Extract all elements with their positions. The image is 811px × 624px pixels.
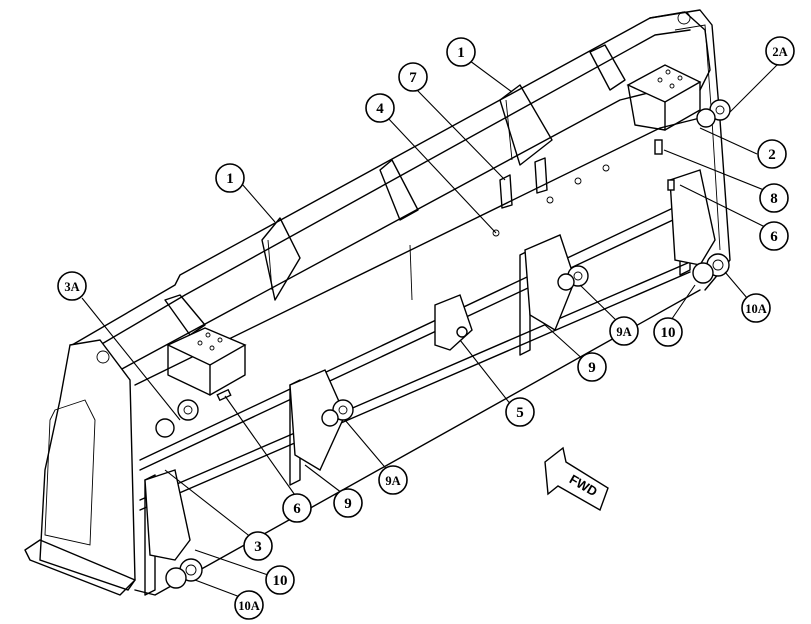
callout-9a-left: 9A (378, 465, 408, 495)
small-tabs (216, 139, 675, 402)
callout-10a-right: 10A (741, 293, 771, 323)
callout-3: 3 (243, 531, 273, 561)
fwd-arrow: FWD (544, 446, 609, 512)
callouts: 1 1 2 2A 3 3A 4 5 (57, 36, 795, 620)
svg-text:4: 4 (376, 101, 384, 117)
callout-1-top: 1 (446, 37, 476, 67)
callout-2: 2 (757, 139, 787, 169)
svg-text:6: 6 (770, 229, 778, 245)
fwd-arrow-icon (544, 446, 609, 512)
svg-text:9A: 9A (385, 474, 400, 488)
svg-text:3A: 3A (64, 280, 79, 294)
callout-6-right: 6 (759, 221, 789, 251)
callout-9-right: 9 (577, 352, 607, 382)
callout-6-left: 6 (282, 493, 312, 523)
svg-text:10: 10 (661, 325, 676, 341)
svg-text:1: 1 (457, 45, 465, 61)
blade-frame (24, 9, 731, 596)
push-arm-brackets (144, 169, 716, 561)
svg-text:6: 6 (293, 501, 301, 517)
callout-8: 8 (759, 183, 789, 213)
callout-1-left: 1 (215, 163, 245, 193)
vertical-ribs (144, 157, 691, 596)
callout-10a-left: 10A (234, 590, 264, 620)
beam-holes (492, 164, 610, 237)
callout-10-right: 10 (653, 317, 683, 347)
svg-text:8: 8 (770, 191, 778, 207)
callout-10-left: 10 (265, 565, 295, 595)
callout-7: 7 (398, 62, 428, 92)
svg-text:2: 2 (768, 147, 776, 163)
mount-brackets (166, 64, 702, 396)
callout-5: 5 (505, 397, 535, 427)
svg-text:10A: 10A (238, 599, 260, 613)
svg-text:9: 9 (588, 360, 596, 376)
leader-lines (81, 54, 781, 601)
svg-text:7: 7 (409, 70, 417, 86)
svg-text:10A: 10A (745, 302, 767, 316)
svg-text:3: 3 (254, 539, 262, 555)
svg-text:2A: 2A (772, 45, 787, 59)
svg-text:5: 5 (516, 405, 524, 421)
callout-2a: 2A (765, 36, 795, 66)
callout-9-left: 9 (333, 488, 363, 518)
svg-text:9: 9 (344, 496, 352, 512)
callout-3a: 3A (57, 271, 87, 301)
svg-text:1: 1 (226, 171, 234, 187)
gusset-plates (164, 44, 626, 336)
callout-4: 4 (365, 93, 395, 123)
svg-text:10: 10 (273, 573, 288, 589)
pivot-pins (155, 99, 731, 589)
svg-text:9A: 9A (616, 325, 631, 339)
callout-9a-right: 9A (609, 316, 639, 346)
